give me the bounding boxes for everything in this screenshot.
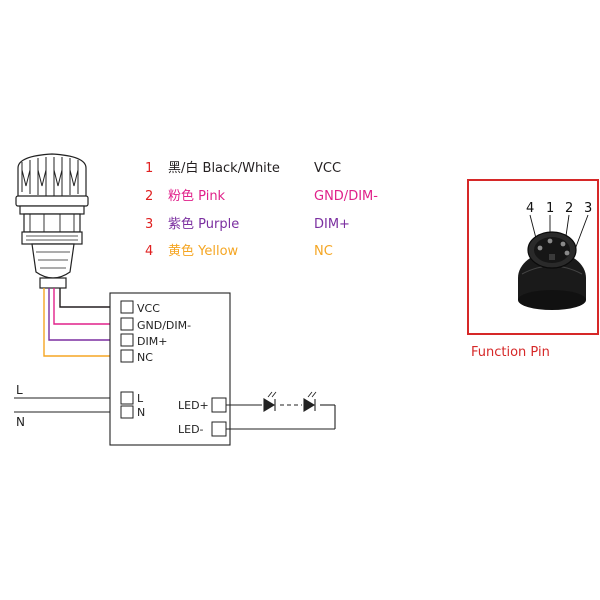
legend-color-1: 黑/白 Black/White <box>168 160 280 176</box>
terminal-label-led-plus: LED+ <box>178 399 209 412</box>
terminal-label-dim-plus: DIM+ <box>137 335 167 348</box>
legend-row-4: 4 黄色 Yellow NC <box>145 243 333 259</box>
driver-input-terminals <box>120 300 227 437</box>
pin-label-3: 3 <box>584 201 592 216</box>
connector-illustration <box>15 153 89 289</box>
legend-signal-4: NC <box>314 244 333 259</box>
function-pin-label: Function Pin <box>471 345 550 360</box>
pin-label-2: 2 <box>565 201 573 216</box>
mains-lines <box>14 397 121 413</box>
legend-signal-2: GND/DIM- <box>314 189 378 204</box>
pin-number-labels: 4 1 2 3 <box>526 201 592 216</box>
terminal-label-led-minus: LED- <box>178 423 204 436</box>
terminal-label-vcc: VCC <box>137 302 160 315</box>
legend-row-3: 3 紫色 Purple DIM+ <box>145 216 350 232</box>
led-string <box>226 404 336 430</box>
connector-face-icon <box>518 231 586 310</box>
terminal-label-l: L <box>137 392 144 405</box>
legend-row-1: 1 黑/白 Black/White VCC <box>145 160 341 176</box>
wire-black-white <box>59 288 121 308</box>
terminal-label-gnd-dim: GND/DIM- <box>137 319 191 332</box>
legend-num-1: 1 <box>145 161 153 176</box>
legend-num-3: 3 <box>145 217 153 232</box>
wires <box>43 288 121 357</box>
pin-label-4: 4 <box>526 201 534 216</box>
led-icon-2 <box>303 391 317 412</box>
wire-legend: 1 黑/白 Black/White VCC 2 粉色 Pink GND/DIM-… <box>145 160 378 259</box>
legend-num-2: 2 <box>145 189 153 204</box>
legend-color-3: 紫色 Purple <box>168 216 239 232</box>
legend-num-4: 4 <box>145 244 153 259</box>
legend-row-2: 2 粉色 Pink GND/DIM- <box>145 188 378 204</box>
wire-yellow <box>43 288 121 357</box>
led-icon-1 <box>263 391 277 412</box>
terminal-label-n: N <box>137 406 145 419</box>
mains-label-l: L <box>16 383 23 397</box>
pin-label-1: 1 <box>546 201 554 216</box>
legend-color-2: 粉色 Pink <box>168 188 226 204</box>
legend-color-4: 黄色 Yellow <box>168 243 239 259</box>
mains-label-n: N <box>16 415 25 429</box>
legend-signal-3: DIM+ <box>314 217 350 232</box>
legend-signal-1: VCC <box>314 161 341 176</box>
wire-purple <box>48 288 121 341</box>
wire-pink <box>53 288 121 325</box>
terminal-label-nc: NC <box>137 351 153 364</box>
